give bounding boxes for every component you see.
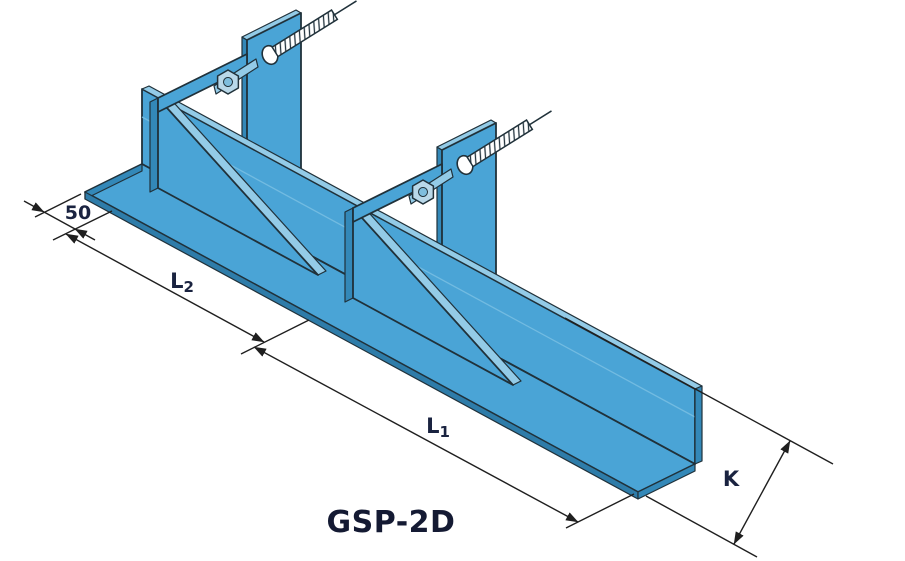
dim-50-arrow-right xyxy=(74,228,96,241)
dim-k-extension-bottom xyxy=(645,495,758,558)
dim-50-extension-left xyxy=(34,193,82,218)
rod-2-axis-line xyxy=(529,110,552,126)
gusset-rib-1 xyxy=(149,53,327,276)
dim-l2-l1-shared-extension xyxy=(240,319,310,355)
nut-2-rod-end xyxy=(418,187,428,197)
threaded-rod-2 xyxy=(466,110,552,168)
product-title: GSP-2D xyxy=(327,505,456,540)
rib-1-face xyxy=(157,97,319,276)
threaded-rod-1 xyxy=(271,0,357,58)
dimension-k: K xyxy=(564,317,834,558)
hex-nut-2 xyxy=(411,179,435,205)
l2-label-sub: 2 xyxy=(183,278,193,296)
fastener-1 xyxy=(213,0,357,95)
gusset-rib-2 xyxy=(344,163,522,386)
flange-right-end xyxy=(637,463,696,500)
rod-1-axis-line xyxy=(334,0,357,16)
rib-1-front-edge xyxy=(149,97,159,193)
flange-top-face xyxy=(84,163,696,493)
dim-50-extension-right xyxy=(52,210,113,241)
rib-2-front-edge xyxy=(344,207,354,303)
hex-nut-1 xyxy=(216,69,240,95)
l1-label-base: L xyxy=(426,414,439,438)
dim-50-line xyxy=(43,211,76,230)
dim-k-line xyxy=(733,440,791,545)
dim-k-extension-top xyxy=(564,317,834,465)
dim-50-arrow-left xyxy=(23,200,45,213)
web-right-end xyxy=(694,385,703,465)
dim-50-label: 50 xyxy=(65,202,91,224)
fastener-2 xyxy=(408,110,552,205)
rod-1-thread-hatch xyxy=(272,10,338,57)
l2-label-base: L xyxy=(170,269,183,293)
dim-l1-label: L1 xyxy=(426,414,450,441)
dim-l1-line xyxy=(253,346,579,523)
rib-2-face xyxy=(352,207,514,386)
dim-l2-label: L2 xyxy=(170,269,194,296)
l1-label-sub: 1 xyxy=(439,423,449,441)
nut-1-rod-end xyxy=(223,77,233,87)
dim-l2-line xyxy=(65,233,265,343)
rod-2-thread-hatch xyxy=(467,120,533,167)
dim-k-label: K xyxy=(723,467,740,491)
dim-l1-extension-right xyxy=(565,493,635,529)
dimension-50: 50 xyxy=(23,193,113,241)
dimension-l2: L2 xyxy=(65,233,310,355)
dimension-l1: L1 xyxy=(253,346,635,529)
